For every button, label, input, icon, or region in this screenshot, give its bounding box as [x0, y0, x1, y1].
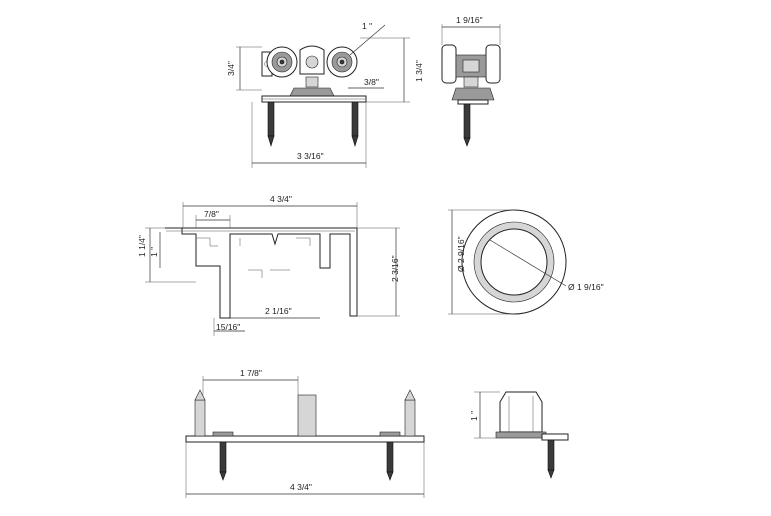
side-stem	[463, 76, 479, 88]
dim-track-lip: 7/8"	[204, 209, 219, 219]
guide-side-body	[499, 391, 543, 433]
guide-side-screw	[547, 439, 555, 471]
dim-track-total-width: 4 3/4"	[270, 194, 292, 204]
dim-track-leg: 15/16"	[216, 322, 240, 332]
roller-wheel-left	[266, 46, 298, 78]
roller-stem	[305, 76, 319, 88]
dim-guide-length: 4 3/4"	[290, 482, 312, 492]
roller-wheel-right	[326, 46, 358, 78]
dim-roller-offset: 3/8"	[364, 77, 379, 87]
side-nut	[451, 87, 495, 101]
dim-plate-outer-dia: Ø 2 9/16"	[456, 236, 466, 272]
dim-track-inner-height: 1 "	[149, 247, 159, 257]
side-wheel-left	[441, 44, 457, 84]
guide-base-plate	[185, 435, 425, 443]
roller-front-view: 1 " 3/4" 1 3/4" 3/8" 3 3/16"	[226, 21, 424, 168]
roller-nut	[289, 87, 335, 97]
guide-screw-left	[219, 441, 227, 481]
round-plate-view: Ø 1 9/16" Ø 2 9/16"	[448, 209, 604, 315]
side-wheel-right	[485, 44, 501, 84]
plate-inner-circle	[480, 228, 548, 296]
guide-screw-right	[386, 441, 394, 481]
dim-roller-height-right: 1 3/4"	[414, 60, 424, 82]
dim-track-center-gap: 2 1/16"	[265, 306, 292, 316]
dim-guide-offset: 1 7/8"	[240, 368, 262, 378]
roller-screw-left	[267, 101, 275, 148]
guide-side-view: 1 "	[469, 391, 569, 479]
track-profile-view: 1 1/4" 1 " 4 3/4" 7/8" 2 3/16" 2 1/16" 1…	[137, 194, 400, 336]
dim-roller-radius: 1 "	[362, 21, 372, 31]
roller-wheel-center	[299, 45, 325, 75]
side-screw	[463, 103, 471, 139]
dim-track-depth: 2 3/16"	[390, 255, 400, 282]
guide-pin-left	[194, 389, 206, 437]
dim-roller-width: 3 3/16"	[297, 151, 324, 161]
roller-side-view: 1 9/16"	[441, 15, 501, 147]
guide-post	[297, 394, 317, 437]
dim-track-outer-height: 1 1/4"	[137, 235, 147, 257]
roller-screw-right	[351, 101, 359, 148]
dim-side-width: 1 9/16"	[456, 15, 483, 25]
dim-roller-height-left: 3/4"	[226, 61, 236, 76]
track-outline	[165, 227, 358, 319]
guide-pin-right	[404, 389, 416, 437]
dim-guide-side-height: 1 "	[469, 411, 479, 421]
guide-front-view: 1 7/8" 4 3/4"	[185, 368, 425, 498]
dim-plate-inner-dia: Ø 1 9/16"	[568, 282, 604, 292]
